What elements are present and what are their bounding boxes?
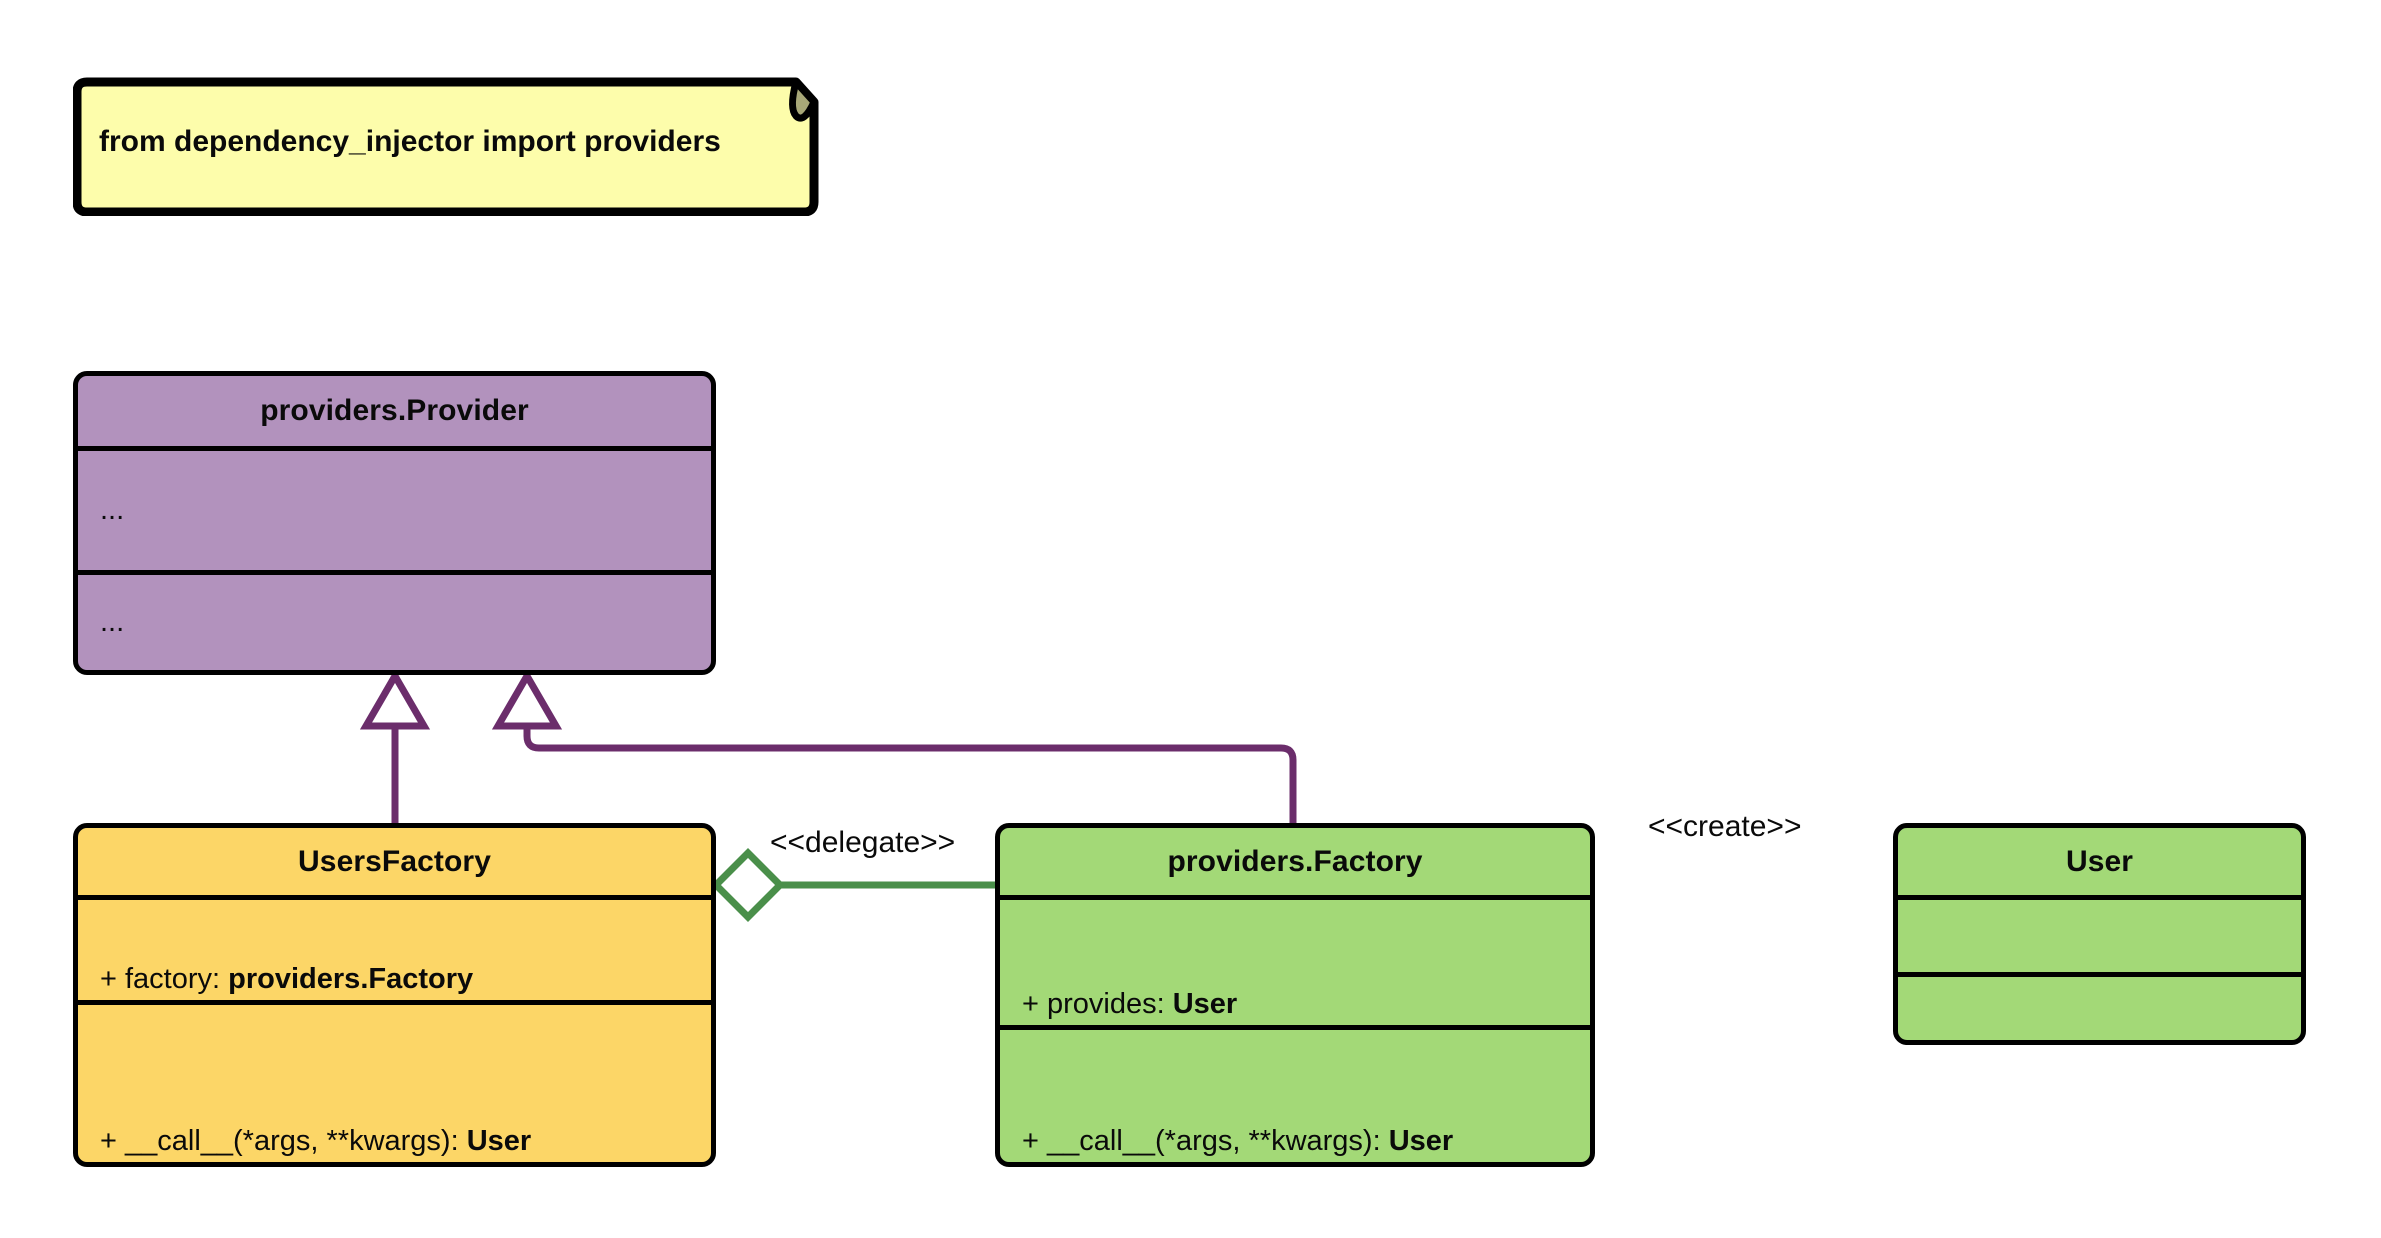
class-usersfactory-title: UsersFactory — [298, 844, 491, 878]
class-user-operations — [1898, 972, 2301, 1040]
operation-label: __call__(*args, **kwargs): — [1047, 1125, 1381, 1157]
class-providers-provider-attributes: ... — [78, 446, 711, 570]
visibility-marker: + — [100, 1125, 117, 1157]
class-user-title: User — [2065, 844, 2134, 878]
class-user-attributes — [1898, 895, 2301, 972]
edge-usersfactory-inherits-provider — [359, 669, 431, 823]
visibility-marker: + — [100, 963, 117, 995]
visibility-marker: + — [1022, 1125, 1039, 1157]
class-usersfactory[interactable]: UsersFactory + factory: providers.Factor… — [73, 823, 716, 1167]
operation-return-type: User — [466, 1125, 532, 1157]
class-providers-factory-title: providers.Factory — [1167, 844, 1423, 878]
edge-label-delegate: <<delegate>> — [770, 826, 956, 859]
class-providers-provider[interactable]: providers.Provider ... ... — [73, 371, 716, 675]
class-usersfactory-operation-call: + __call__(*args, **kwargs): User — [78, 1000, 711, 1162]
operation-return-type: User — [1388, 1125, 1454, 1157]
attribute-type: User — [1172, 988, 1238, 1020]
import-note-text: from dependency_injector import provider… — [99, 125, 721, 158]
edge-label-create: <<create>> — [1648, 810, 1802, 843]
note-shape — [72, 77, 819, 217]
attribute-label: factory: — [125, 963, 221, 995]
class-usersfactory-attribute-factory: + factory: providers.Factory — [78, 895, 711, 1000]
class-providers-factory[interactable]: providers.Factory + provides: User + __c… — [995, 823, 1595, 1167]
class-providers-factory-attribute-provides: + provides: User — [1000, 895, 1590, 1025]
import-note: from dependency_injector import provider… — [72, 68, 828, 217]
attribute-label: provides: — [1047, 988, 1165, 1020]
class-providers-provider-operations: ... — [78, 570, 711, 670]
operation-label: __call__(*args, **kwargs): — [125, 1125, 459, 1157]
class-user[interactable]: User — [1893, 823, 2306, 1045]
class-providers-provider-title: providers.Provider — [260, 394, 529, 427]
edge-factory-inherits-provider — [491, 669, 1297, 823]
visibility-marker: + — [1022, 988, 1039, 1020]
attribute-type: providers.Factory — [228, 963, 474, 995]
edge-usersfactory-delegates-factory — [711, 848, 995, 922]
class-providers-factory-operation-call: + __call__(*args, **kwargs): User — [1000, 1025, 1590, 1162]
